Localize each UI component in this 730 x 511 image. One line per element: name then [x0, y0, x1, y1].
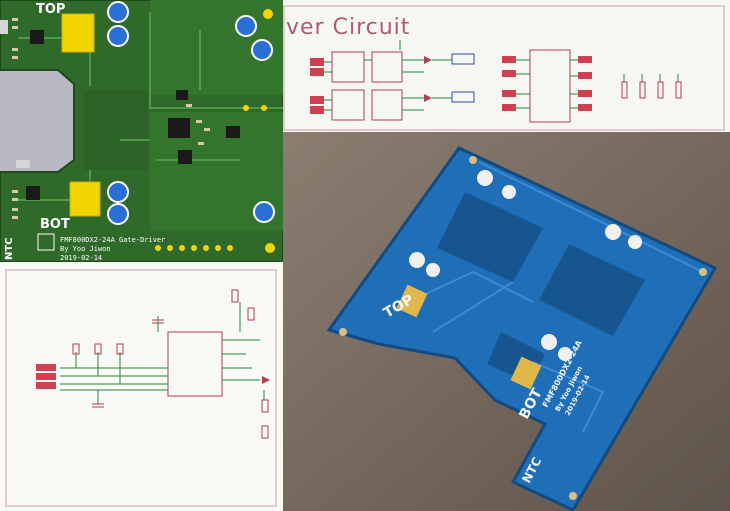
- top-gate-pad-array: [61, 13, 95, 53]
- render-ntc-label: NTC: [4, 237, 15, 260]
- gate-driver-ic-schematic: [36, 289, 270, 439]
- electrolytic-capacitors: [107, 1, 275, 225]
- photo-traces: [412, 161, 704, 433]
- render-bot-label: BOT: [40, 217, 70, 232]
- pcb-3d-render: TOP BOT NTC FMF800DX2-24A Gate-Driver By…: [0, 0, 283, 262]
- driver-circuit-block-2: [310, 89, 475, 121]
- render-top-label: TOP: [36, 2, 65, 17]
- render-date: 2019-02-14: [60, 254, 102, 262]
- render-board-name: FMF800DX2-24A Gate-Driver: [60, 236, 165, 244]
- resistor-array: [621, 74, 682, 99]
- bottom-schematic-sheet: [0, 262, 290, 511]
- board-logo: [37, 233, 55, 251]
- mounting-holes: [243, 9, 275, 253]
- schematic-title: ver Circuit: [286, 15, 410, 40]
- photo-bot-pad-array: [510, 356, 542, 390]
- top-schematic-sheet: ver Circuit: [282, 0, 730, 132]
- photo-top-pad-array: [396, 284, 428, 318]
- fabricated-board-photo: TOP BOT NTC FMF800DX2-24A By Yoo Jiwon 2…: [283, 132, 730, 511]
- connector-stub: [16, 160, 30, 168]
- bot-gate-pad-array: [69, 181, 101, 217]
- connector-ic: [502, 49, 592, 123]
- driver-circuit-block-1: [310, 40, 475, 83]
- smd-passives: [12, 18, 210, 219]
- photo-capacitor-footprints: [409, 170, 642, 361]
- photo-board: [326, 146, 718, 511]
- ic-chips: [26, 30, 240, 200]
- render-author: By Yoo Jiwon: [60, 245, 111, 253]
- photo-mounting-holes: [339, 156, 707, 500]
- header-pins: [155, 245, 233, 251]
